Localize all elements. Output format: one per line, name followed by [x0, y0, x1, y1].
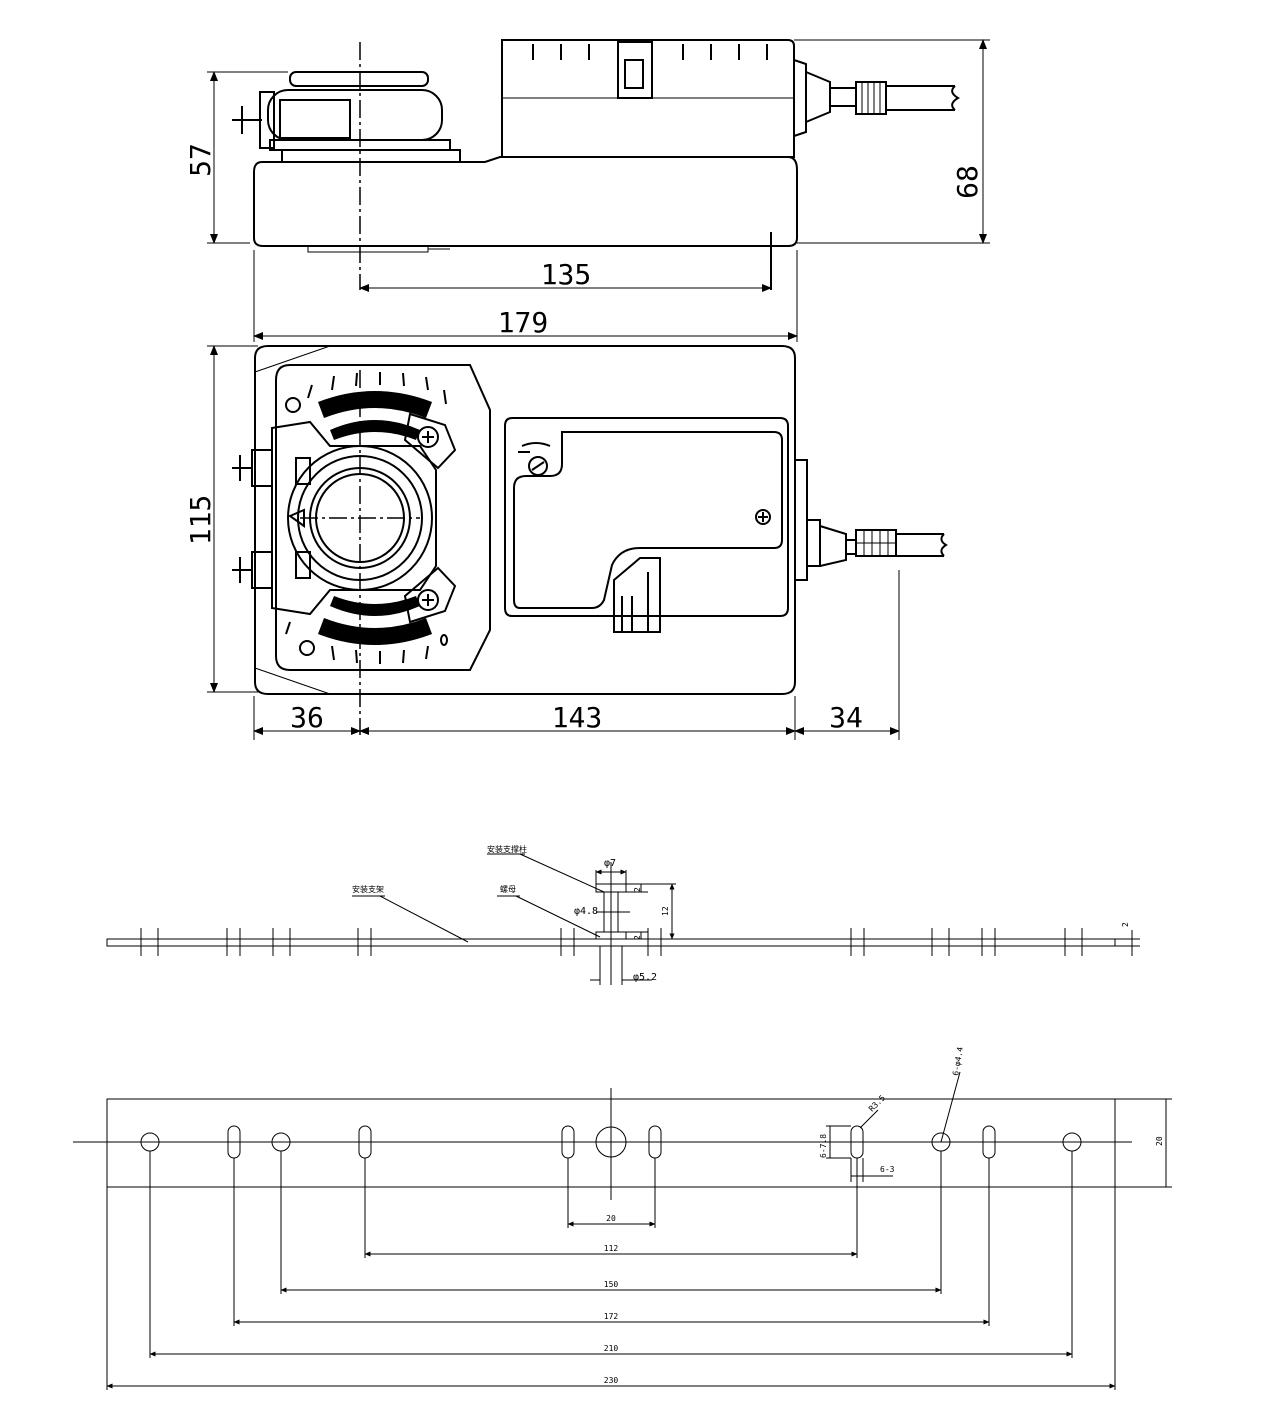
dim-115-label: 115 [184, 495, 217, 546]
support-stud: φ7 φ4.8 φ5.2 2 2 12 [574, 858, 676, 985]
dia-7-label: φ7 [604, 858, 616, 869]
dim-210-label: 210 [604, 1344, 619, 1353]
thick-2-top-label: 2 [633, 887, 642, 892]
actuator-front-body [254, 345, 796, 695]
dim-115: 115 [184, 345, 258, 693]
dim-width-20: 20 [1115, 1098, 1172, 1188]
dim-68-label: 68 [951, 165, 984, 199]
angle-scale-bottom [285, 566, 457, 664]
dim-34-label: 34 [829, 701, 863, 734]
dim-143-label: 143 [552, 701, 603, 734]
plan-extension-lines [106, 1151, 1116, 1390]
dim-179: 179 [253, 250, 798, 342]
dim-57-label: 57 [184, 143, 217, 177]
thick-2-mid-label: 2 [633, 935, 642, 940]
front-view: 115 36 143 34 [184, 345, 948, 740]
label-nut: 螺母 [500, 884, 516, 894]
housing-fins [532, 41, 768, 99]
plan-dimension-lines: 20 112 150 172 210 230 [106, 1214, 1116, 1389]
slot-length-label: 6-7.8 [819, 1134, 828, 1158]
actuator-base [253, 156, 798, 247]
height-12-label: 12 [661, 906, 670, 916]
cable-gland-top [793, 59, 960, 137]
bracket-leaders: 安装支撑柱 螺母 安装支架 [352, 844, 605, 943]
dim-57: 57 [184, 71, 288, 244]
plate-thickness-label: 2 [1121, 922, 1130, 927]
dim-135: 135 [359, 258, 772, 292]
dim-112-label: 112 [604, 1244, 619, 1253]
cover-plate [504, 417, 789, 633]
holes-label: 6-φ4.4 [951, 1046, 965, 1076]
holes-leader: 6-φ4.4 [940, 1046, 965, 1143]
actuator-housing [501, 39, 795, 158]
bracket-plan-view: 6-7.8 6-3 R3.5 6-φ4.4 20 [73, 1046, 1172, 1390]
dim-150-label: 150 [604, 1280, 619, 1289]
cable-gland-front [794, 459, 948, 740]
dim-172-label: 172 [604, 1312, 619, 1321]
label-bracket: 安装支架 [352, 884, 384, 894]
plate-width-label: 20 [1155, 1136, 1164, 1146]
dim-36-label: 36 [290, 701, 324, 734]
bracket-hole-marks [140, 928, 1083, 956]
dim-bottom-chain: 36 143 34 [253, 696, 900, 740]
dial-panel [275, 364, 491, 671]
dim-179-label: 179 [498, 306, 549, 339]
dim-plate-thickness: 2 [1115, 922, 1140, 956]
dim-20-label: 20 [606, 1214, 616, 1223]
dia-5.2-label: φ5.2 [633, 972, 657, 983]
slot-width-label: 6-3 [880, 1165, 895, 1174]
angle-scale-top [285, 372, 457, 470]
top-view: 57 68 135 179 [184, 39, 990, 342]
label-support-stud: 安装支撑柱 [487, 844, 527, 854]
bracket-side-view: φ7 φ4.8 φ5.2 2 2 12 安装支撑柱 螺母 安装支架 [106, 844, 1140, 985]
shaft-clamp-top [232, 71, 461, 253]
slot-detail: 6-7.8 6-3 R3.5 [819, 1093, 895, 1182]
dim-230-label: 230 [604, 1376, 619, 1385]
dim-68: 68 [794, 39, 990, 244]
dim-135-label: 135 [541, 258, 592, 291]
dia-4.8-label: φ4.8 [574, 906, 598, 917]
